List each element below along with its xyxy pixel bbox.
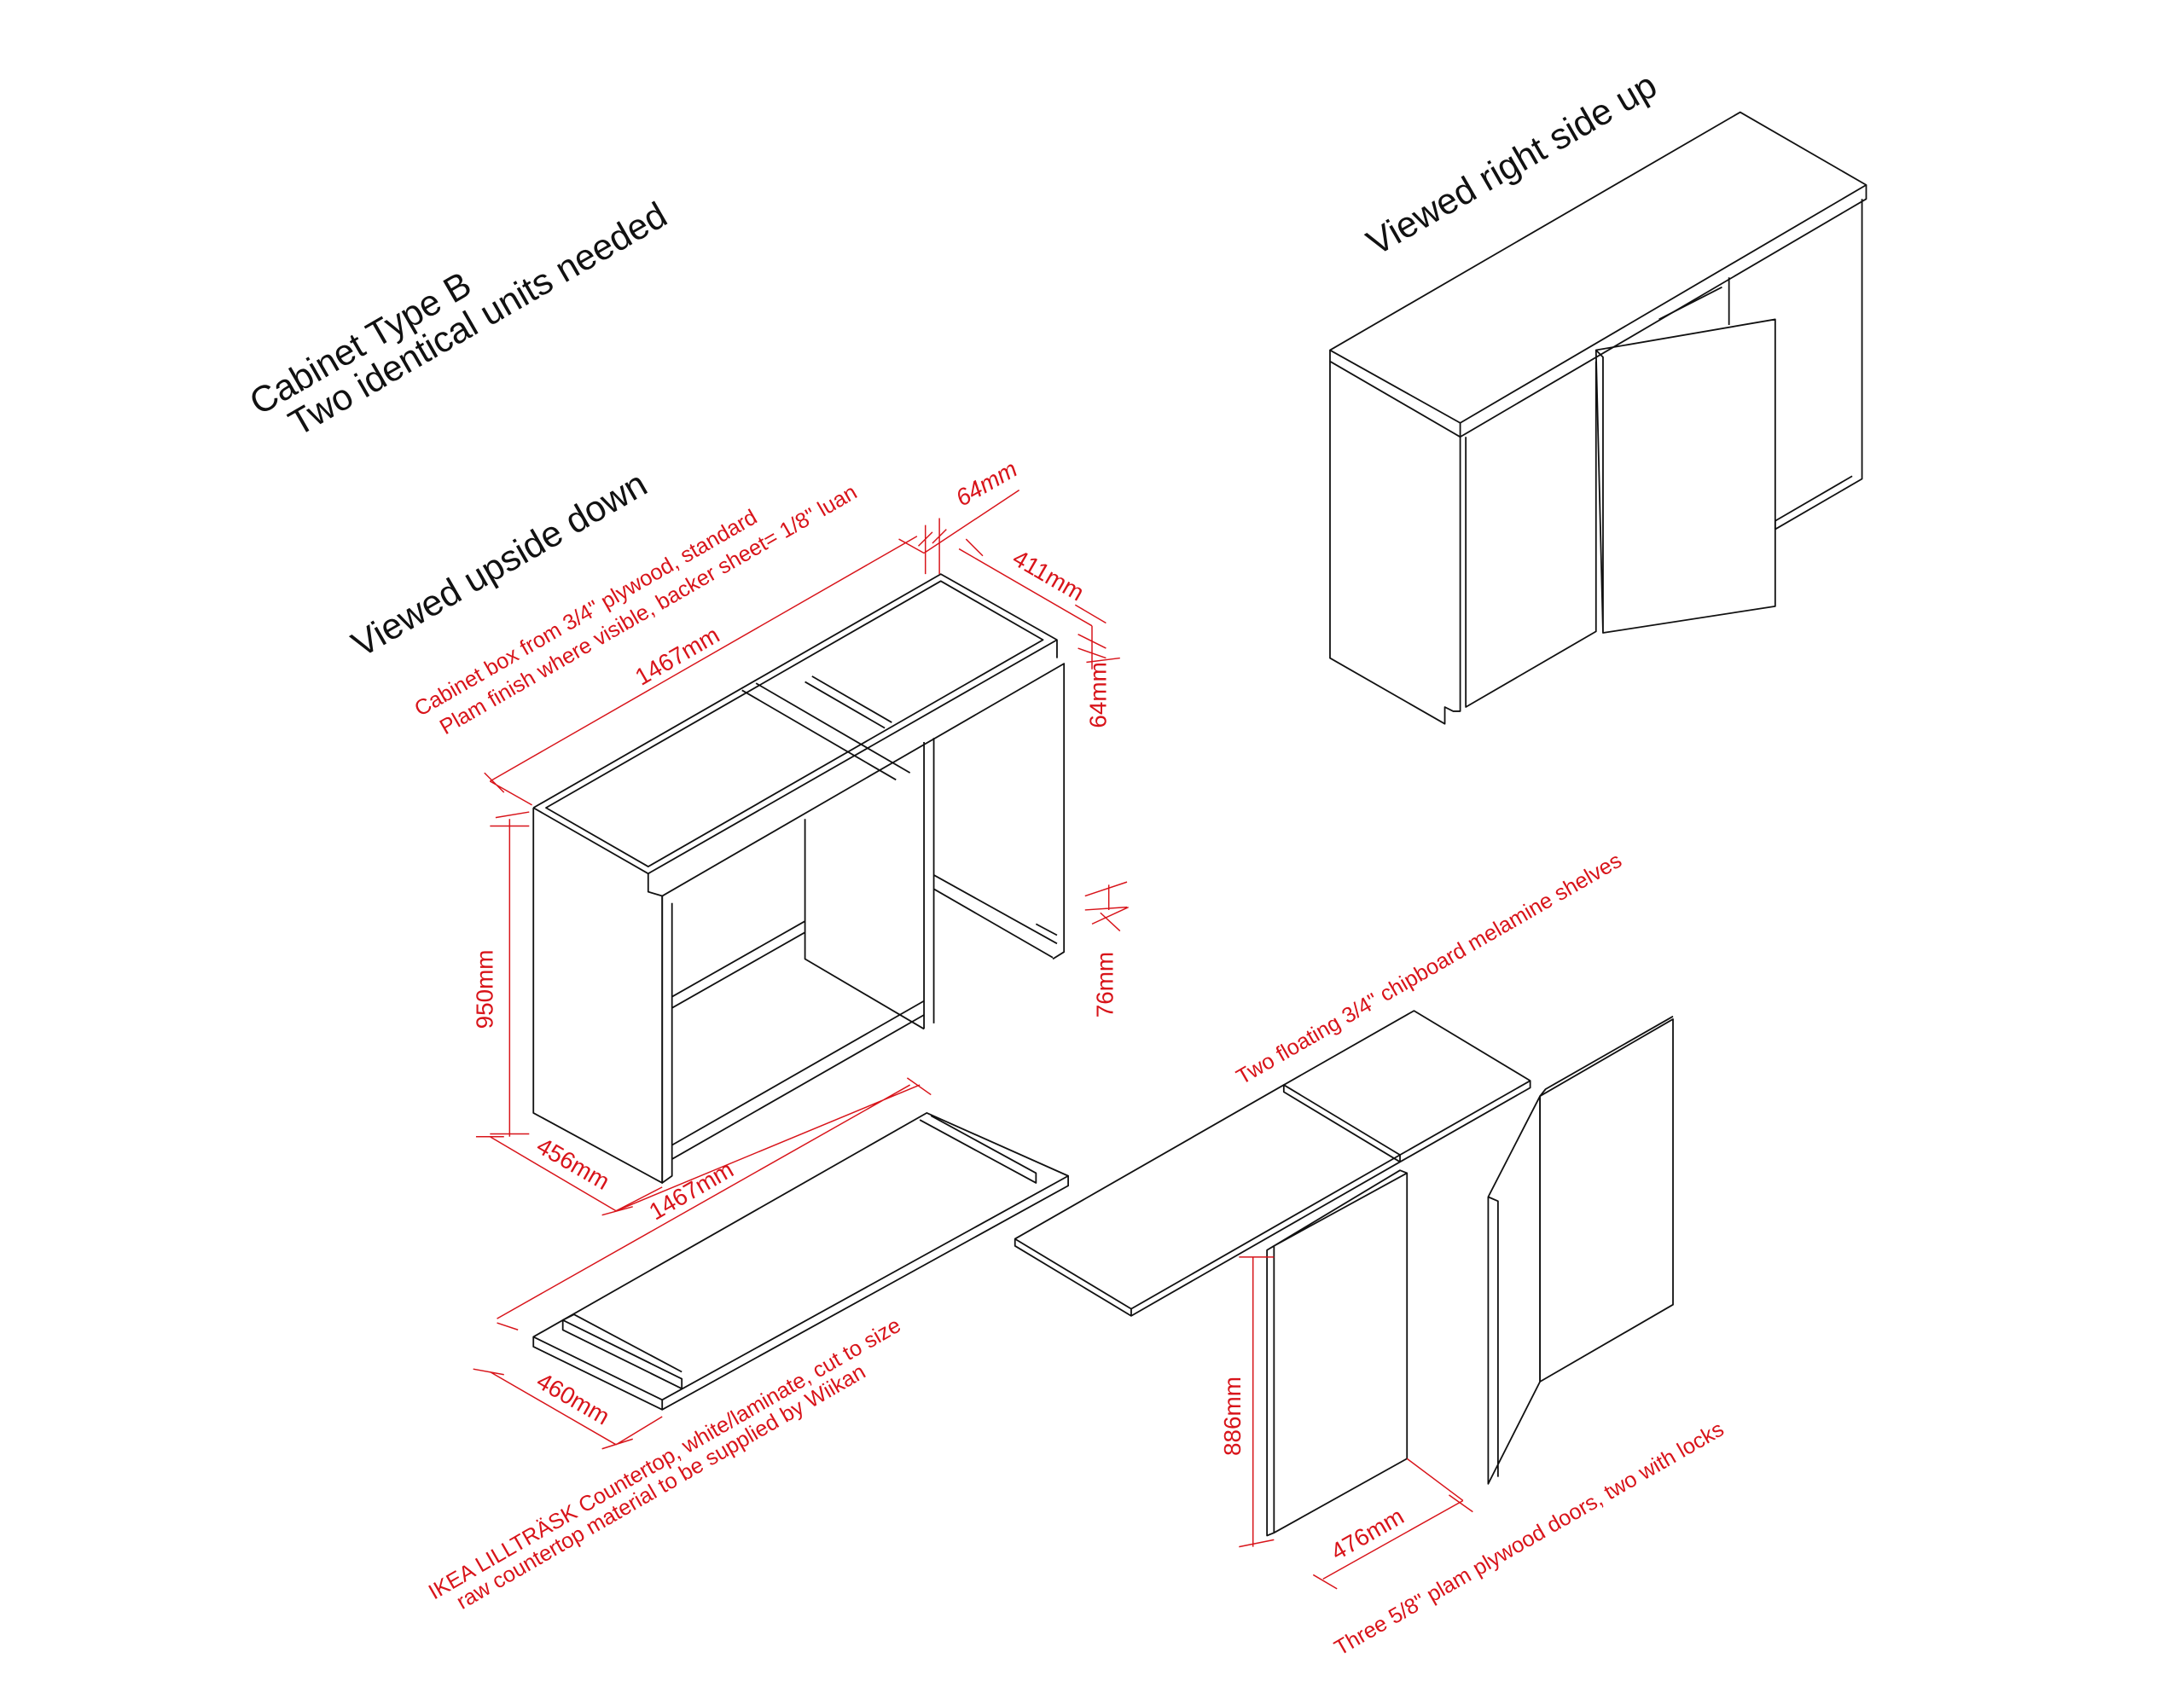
note-doors: Three 5/8" plam plywood doors, two with … — [1330, 1417, 1728, 1661]
dim-side-offset: 64mm — [1084, 662, 1111, 728]
label-viewed-right-side-up: Viewed right side up — [1360, 65, 1664, 264]
dim-cabinet-length: 1467mm — [630, 622, 723, 691]
dim-toe-kick: 76mm — [1092, 952, 1118, 1017]
note-cabinet-box-2: Plam finish where visible, backer sheet=… — [436, 480, 861, 739]
dim-top-offset: 64mm — [951, 455, 1022, 512]
dim-cabinet-height: 950mm — [472, 949, 498, 1029]
cabinet-right-side-up — [1329, 111, 1867, 725]
doors — [1266, 1015, 1674, 1537]
note-countertop-2: raw countertop material to be supplied b… — [453, 1359, 870, 1614]
dim-door-height: 886mm — [1219, 1377, 1246, 1456]
countertop — [532, 1111, 1070, 1411]
dimension-lines — [473, 490, 1473, 1590]
dim-depth-top: 411mm — [1008, 544, 1089, 606]
shelves — [1014, 1010, 1531, 1317]
note-shelves: Two floating 3/4" chipboard melamine she… — [1233, 849, 1626, 1089]
note-countertop-1: IKEA LILLTRÄSK Countertop, white/laminat… — [425, 1313, 905, 1604]
cabinet-upside-down — [532, 573, 1066, 1184]
title-units-needed: Two identical units needed — [282, 194, 674, 444]
dim-door-width: 476mm — [1327, 1503, 1409, 1565]
